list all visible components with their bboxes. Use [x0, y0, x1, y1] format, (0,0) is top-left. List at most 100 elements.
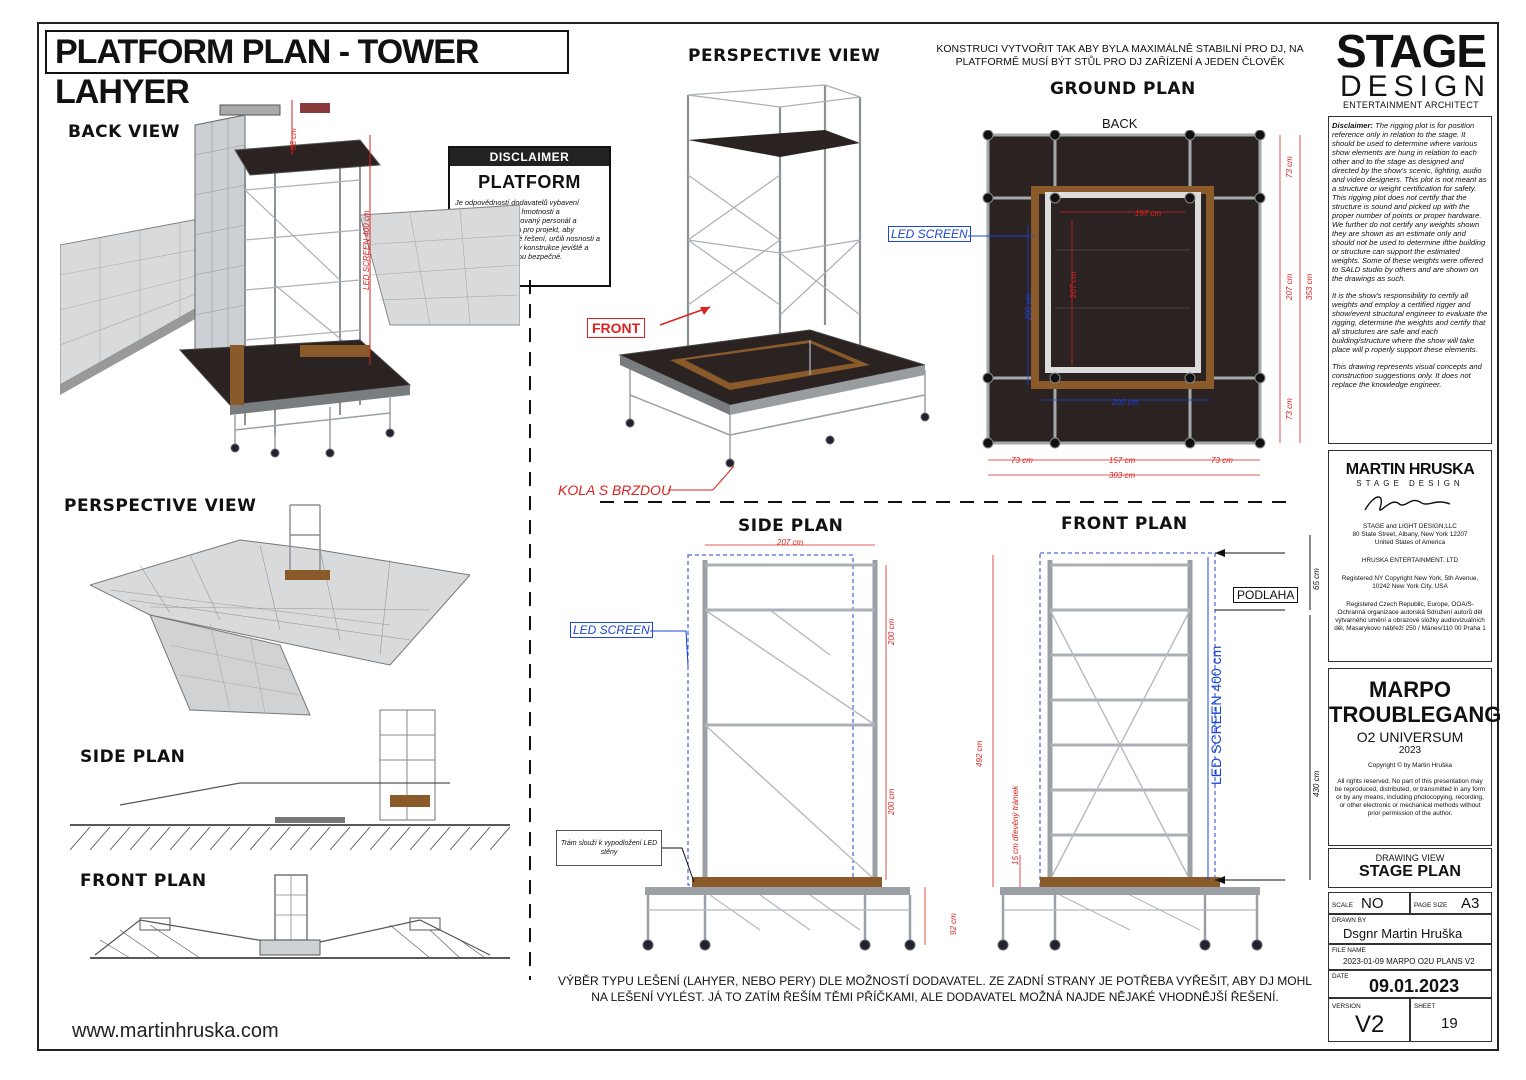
- project-line1: MARPO: [1369, 677, 1451, 702]
- designer-reg1: Registered NY Copyright New York, 5th Av…: [1341, 575, 1479, 590]
- sheet-label: SHEET: [1414, 1003, 1436, 1010]
- led-screen-label-side: LED SCREEN: [570, 622, 653, 638]
- rigging-disclaimer: Disclaimer: The rigging plot is for posi…: [1328, 116, 1492, 444]
- tram-leader: [662, 847, 695, 883]
- heading-ground-plan: GROUND PLAN: [1050, 79, 1196, 99]
- dim-353-right: 353 cm: [1305, 273, 1314, 300]
- side-plan-large-drawing: 207 cm 200 cm 200 cm: [642, 538, 926, 951]
- dim-led-400-back: LED SCREEN 400 cm: [362, 210, 371, 290]
- dim-73-bottom-right: 73 cm: [1211, 456, 1233, 465]
- designer-sub: STAGE DESIGN: [1356, 479, 1464, 488]
- page-size-label: PAGE SIZE: [1414, 902, 1448, 909]
- project-block: MARPO TROUBLEGANG O2 UNIVERSUM 2023 Copy…: [1328, 668, 1502, 846]
- scale-value: NO: [1361, 895, 1384, 912]
- designer-reg2: Registered Czech Republic, Europe, OOA/S…: [1334, 601, 1486, 632]
- back-label: BACK: [1102, 116, 1138, 131]
- back-view-drawing: 88 cm LED SCREEN 400 cm: [60, 100, 520, 458]
- front-label: FRONT: [587, 318, 646, 338]
- kola-s-brzdou-label: KOLA S BRZDOU: [558, 482, 672, 498]
- led-screen-400-label: LED SCREEN 400 cm: [1208, 646, 1224, 785]
- project-line2: TROUBLEGANG: [1329, 702, 1502, 727]
- dim-65-front: 65 cm: [1312, 568, 1321, 590]
- heading-perspective-view-left: PERSPECTIVE VIEW: [64, 496, 257, 516]
- sheet-value: 19: [1441, 1015, 1458, 1032]
- horizontal-dash-divider: [600, 501, 1290, 503]
- dim-303-bottom: 303 cm: [1109, 471, 1136, 480]
- disclaimer-header: DISCLAIMER: [450, 148, 609, 166]
- scale-cell: SCALE NO: [1328, 892, 1410, 914]
- vertical-dash-divider: [529, 280, 531, 980]
- perspective-view-top-drawing: [618, 84, 930, 468]
- website-url[interactable]: www.martinhruska.com: [72, 1020, 279, 1042]
- dim-73-right-bottom: 73 cm: [1285, 398, 1294, 420]
- drawing-view-value: STAGE PLAN: [1359, 863, 1461, 880]
- top-construction-note: KONSTRUCI VYTVOŘIT TAK ABY BYLA MAXIMÁLN…: [936, 43, 1304, 68]
- kola-leader-line: [668, 465, 735, 491]
- dim-88-back: 88 cm: [289, 128, 298, 150]
- dim-200-side-top: 200 cm: [887, 618, 896, 646]
- page-size-value: A3: [1461, 895, 1480, 912]
- dim-200-horizontal: 200 cm: [1111, 398, 1139, 407]
- dim-92-side: 92 cm: [949, 913, 958, 935]
- side-plan-small-drawing: [70, 709, 510, 851]
- led-screen-leader-side: [650, 630, 689, 667]
- disclaimer-title: PLATFORM: [478, 172, 581, 192]
- designer-addr1: STAGE and LIGHT DESIGN,LLC: [1363, 523, 1457, 530]
- stage-design-logo-line2: DESIGN: [1340, 70, 1492, 103]
- heading-side-plan: SIDE PLAN: [738, 516, 844, 536]
- heading-front-plan-small: FRONT PLAN: [80, 871, 207, 891]
- file-name-value: 2023-01-09 MARPO O2U PLANS V2: [1343, 957, 1475, 966]
- date-label: DATE: [1332, 973, 1349, 980]
- rigging-disclaimer-p4: This drawing represents visual concepts …: [1332, 362, 1482, 389]
- bottom-supplier-note: VÝBĚR TYPU LEŠENÍ (LAHYER, NEBO PERY) DL…: [558, 974, 1312, 1004]
- designer-addr2: 80 State Street, Albany, New York 12207: [1352, 531, 1468, 538]
- dim-92-side-wrap: 92 cm: [949, 913, 958, 935]
- page-title: PLATFORM PLAN - TOWER LAHYER: [45, 30, 569, 111]
- scale-label: SCALE: [1332, 902, 1353, 909]
- led-screen-leader-ground: [968, 235, 1034, 237]
- ground-plan-drawing: 157 cm 207 cm 200 cm 200 cm 73 cm 207 cm…: [982, 130, 1314, 480]
- dim-73-bottom-left: 73 cm: [1011, 456, 1033, 465]
- version-label: VERSION: [1332, 1003, 1361, 1010]
- stage-design-logo-line3: ENTERTAINMENT ARCHITECT: [1343, 100, 1479, 110]
- designer-ent: HRUSKA ENTERTAINMENT. LTD: [1361, 557, 1459, 564]
- tramek-label: 15 cm dřevěný trámek: [1011, 785, 1020, 865]
- rigging-disclaimer-p3: It is the show's responsibility to certi…: [1332, 291, 1488, 354]
- dim-207-inner: 207 cm: [1069, 271, 1078, 299]
- led-screen-label-ground: LED SCREEN: [888, 226, 971, 242]
- date-value: 09.01.2023: [1369, 976, 1460, 996]
- rigging-disclaimer-p1: The rigging plot is for position referen…: [1332, 121, 1487, 193]
- rigging-disclaimer-p2: This rigging plot does not certify that …: [1332, 193, 1486, 283]
- file-name-label: FILE NAME: [1332, 947, 1366, 954]
- dim-492-front: 492 cm: [975, 740, 984, 767]
- heading-front-plan: FRONT PLAN: [1061, 514, 1188, 534]
- signature-icon: [1364, 496, 1451, 511]
- version-cell: VERSION V2: [1328, 998, 1410, 1042]
- front-plan-large-drawing: 492 cm 15 cm dřevěný trámek LED SCREEN 4…: [975, 535, 1321, 951]
- drawing-view-label: DRAWING VIEW: [1375, 853, 1445, 863]
- podlaha-label: PODLAHA: [1233, 587, 1299, 603]
- dim-200-vertical: 200 cm: [1024, 293, 1033, 321]
- rigging-disclaimer-lead: Disclaimer:: [1332, 121, 1373, 130]
- heading-perspective-view-top: PERSPECTIVE VIEW: [688, 46, 881, 66]
- project-venue: O2 UNIVERSUM: [1356, 729, 1464, 745]
- project-rights: All rights reserved. No part of this pre…: [1334, 778, 1486, 817]
- sheet-cell: SHEET 19: [1410, 998, 1492, 1042]
- perspective-view-left-drawing: [90, 504, 470, 716]
- dim-207-right: 207 cm: [1285, 273, 1294, 301]
- drawn-by-label: DRAWN BY: [1332, 917, 1367, 924]
- stage-design-logo-line1: STAGE: [1336, 25, 1487, 77]
- dim-207-side: 207 cm: [776, 538, 804, 547]
- project-year: 2023: [1398, 745, 1422, 756]
- heading-side-plan-small: SIDE PLAN: [80, 747, 186, 767]
- dim-73-right-top: 73 cm: [1285, 156, 1294, 178]
- designer-block: MARTIN HRUSKA STAGE DESIGN STAGE and LIG…: [1328, 450, 1492, 662]
- front-plan-small-drawing: [90, 874, 510, 959]
- designer-name: MARTIN HRUSKA: [1345, 461, 1475, 478]
- dim-200-side-bottom: 200 cm: [887, 788, 896, 816]
- dim-157-bottom: 157 cm: [1109, 456, 1136, 465]
- heading-back-view: BACK VIEW: [68, 122, 181, 142]
- project-copyright: Copyright © by Martin Hruška: [1368, 762, 1452, 769]
- dim-157-inner: 157 cm: [1135, 209, 1162, 218]
- version-value: V2: [1355, 1011, 1385, 1038]
